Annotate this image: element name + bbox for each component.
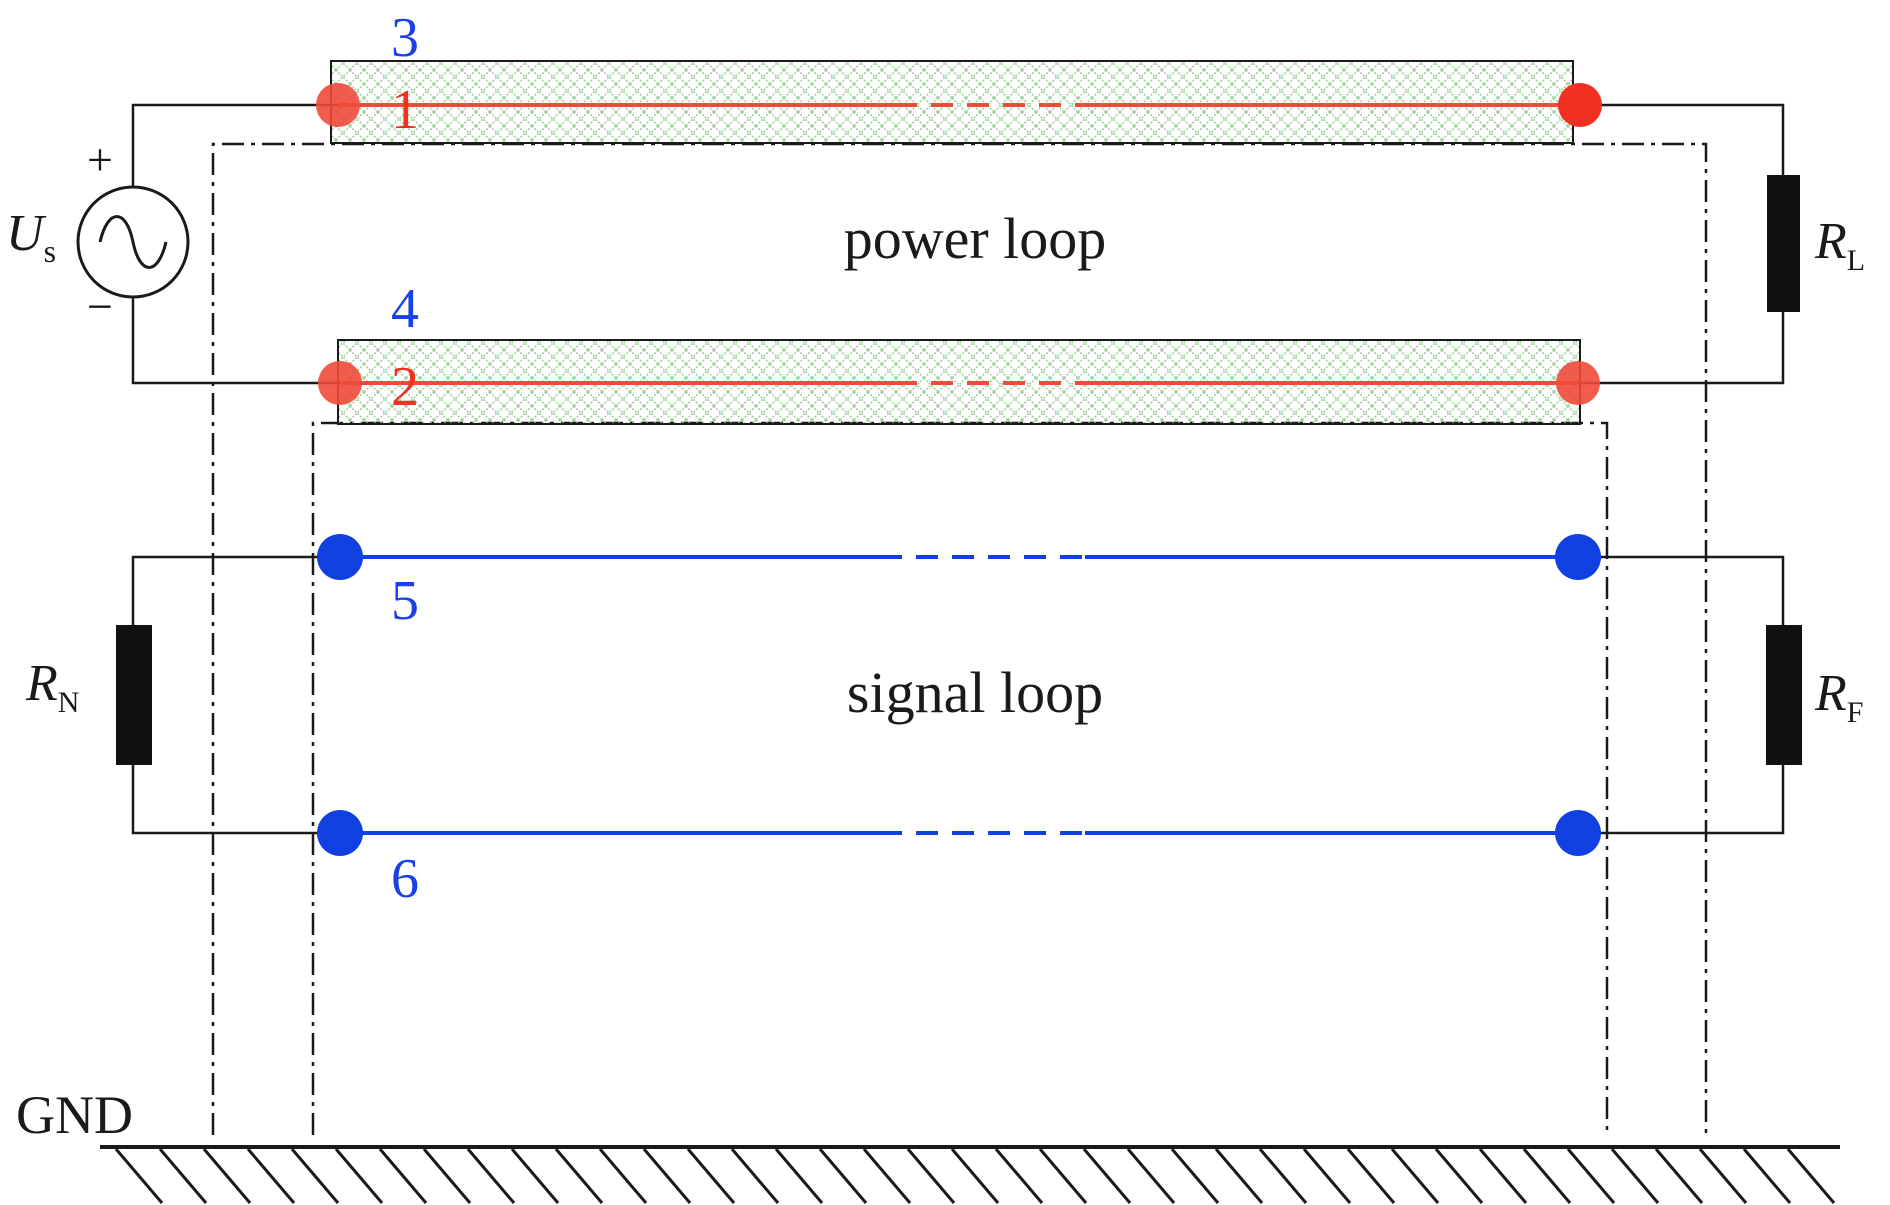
ground-hatch-line bbox=[1698, 1148, 1748, 1204]
conductor-number-2: 2 bbox=[391, 356, 419, 418]
ground-hatch-line bbox=[774, 1148, 824, 1204]
ground-hatch-line bbox=[1610, 1148, 1660, 1204]
signal-wiring bbox=[131, 555, 1785, 835]
load-resistor-label: RL bbox=[1814, 213, 1865, 277]
ground-hatch-line bbox=[1346, 1148, 1396, 1204]
far-end-resistor-subscript: F bbox=[1847, 696, 1864, 729]
terminal-1-far bbox=[1558, 83, 1602, 127]
ground-hatch-line bbox=[1302, 1148, 1352, 1204]
terminal-1-near bbox=[316, 83, 360, 127]
power-wiring bbox=[131, 103, 1785, 385]
ground-hatch-line bbox=[1082, 1148, 1132, 1204]
ground-hatch-line bbox=[554, 1148, 604, 1204]
load-resistor-symbol: R bbox=[1814, 213, 1847, 270]
conductor-number-3: 3 bbox=[391, 7, 419, 69]
shield-3 bbox=[330, 60, 1574, 144]
ground-hatch-line bbox=[1742, 1148, 1792, 1204]
ground-hatch-line bbox=[202, 1148, 252, 1204]
near-end-resistor bbox=[116, 625, 152, 765]
power-loop-label: power loop bbox=[844, 206, 1107, 271]
ground-hatch-line bbox=[1170, 1148, 1220, 1204]
ground-hatch-line bbox=[290, 1148, 340, 1204]
ground-hatch-line bbox=[1258, 1148, 1308, 1204]
ground-hatch-line bbox=[422, 1148, 472, 1204]
sine-wave-icon bbox=[98, 215, 168, 269]
ground-hatch-line bbox=[510, 1148, 560, 1204]
ground-hatch-line bbox=[378, 1148, 428, 1204]
ground-hatch-line bbox=[1654, 1148, 1704, 1204]
dashdot-inner bbox=[311, 421, 1609, 1135]
ground-hatch-line bbox=[642, 1148, 692, 1204]
terminal-6-far bbox=[1555, 810, 1601, 856]
ground-hatch-line bbox=[818, 1148, 868, 1204]
ground-hatch-line bbox=[1566, 1148, 1616, 1204]
ground-hatch-line bbox=[730, 1148, 780, 1204]
signal-loop-label: signal loop bbox=[847, 660, 1103, 725]
far-end-resistor-symbol: R bbox=[1814, 665, 1847, 722]
ground-hatch-line bbox=[1214, 1148, 1264, 1204]
far-end-resistor-label: RF bbox=[1814, 665, 1863, 729]
ground-hatch-line bbox=[1390, 1148, 1440, 1204]
terminal-2-far bbox=[1556, 361, 1600, 405]
ground-hatch-line bbox=[994, 1148, 1044, 1204]
conductor-number-1: 1 bbox=[391, 79, 419, 141]
ground-hatch-line bbox=[1522, 1148, 1572, 1204]
terminal-5-near bbox=[317, 534, 363, 580]
source-plus-sign: + bbox=[87, 134, 113, 185]
ground-hatch-line bbox=[686, 1148, 736, 1204]
dashdot-outer bbox=[211, 142, 1708, 1135]
ground-hatch-line bbox=[1126, 1148, 1176, 1204]
source-label: Us bbox=[6, 205, 56, 269]
near-end-resistor-label: RN bbox=[25, 655, 79, 719]
far-end-resistor bbox=[1766, 625, 1802, 765]
ground-hatch-line bbox=[246, 1148, 296, 1204]
terminal-5-far bbox=[1555, 534, 1601, 580]
near-end-resistor-symbol: R bbox=[25, 655, 58, 712]
load-resistor-subscript: L bbox=[1847, 244, 1865, 277]
ground-hatch-line bbox=[114, 1148, 164, 1204]
ac-voltage-source bbox=[76, 185, 190, 299]
near-end-resistor-subscript: N bbox=[58, 686, 80, 719]
ground-hatch-line bbox=[598, 1148, 648, 1204]
ground-hatch-line bbox=[466, 1148, 516, 1204]
ground-hatch-line bbox=[950, 1148, 1000, 1204]
source-minus-sign: − bbox=[87, 281, 113, 332]
source-symbol: U bbox=[6, 205, 47, 262]
ground-hatch-line bbox=[158, 1148, 208, 1204]
ground-hatch-line bbox=[862, 1148, 912, 1204]
ground-hatch-line bbox=[906, 1148, 956, 1204]
ground-hatch-line bbox=[1038, 1148, 1088, 1204]
conductor-number-6: 6 bbox=[391, 848, 419, 910]
source-subscript: s bbox=[44, 233, 56, 269]
ground-hatch-line bbox=[1478, 1148, 1528, 1204]
ground-hatch-line bbox=[334, 1148, 384, 1204]
ground-label: GND bbox=[16, 1085, 133, 1145]
ground-hatch-line bbox=[1434, 1148, 1484, 1204]
conductor-number-4: 4 bbox=[391, 278, 419, 340]
terminal-6-near bbox=[317, 810, 363, 856]
conductor-number-5: 5 bbox=[391, 570, 419, 632]
ground-hatch-line bbox=[1786, 1148, 1836, 1204]
dashdot-reference-lines bbox=[211, 142, 1708, 1135]
ground-hatching bbox=[114, 1148, 1836, 1204]
terminal-2-near bbox=[318, 361, 362, 405]
load-resistor bbox=[1767, 175, 1800, 312]
